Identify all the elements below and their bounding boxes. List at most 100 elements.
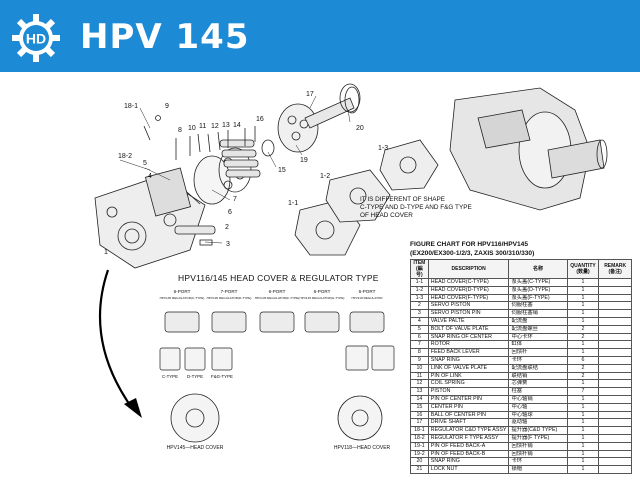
col-cn: 名称 [508, 259, 568, 279]
callout-6: 6 [228, 209, 232, 216]
cell-qty: 1 [566, 457, 600, 467]
cell-qty: 1 [566, 402, 600, 412]
cell-cn: 提升器(C&D TYPE) [508, 426, 568, 435]
cell-cn: 柱塞 [508, 387, 568, 396]
cell-item: 12 [410, 379, 429, 389]
cell-item: 7 [410, 340, 429, 350]
cell-desc: PISTON [427, 387, 510, 396]
callout-18-2: 18-2 [118, 153, 132, 160]
cell-remark [598, 293, 632, 303]
cell-desc: FEED BACK LEVER [427, 348, 510, 357]
col-description: DESCRIPTION [427, 259, 510, 279]
cell-qty: 2 [566, 363, 600, 373]
cell-cn: 提升器(F TYPE) [508, 433, 568, 443]
cell-cn: 中心卡环 [508, 332, 568, 342]
cover-type-c: C-TYPE [162, 374, 178, 379]
cell-item: 9 [410, 355, 429, 365]
cell-cn: 配流盘 [508, 316, 568, 326]
cell-desc: BALL OF CENTER PIN [427, 410, 510, 420]
cell-item: 17 [410, 418, 429, 428]
cell-remark [598, 316, 632, 326]
cell-cn: 卡环 [508, 457, 568, 467]
cell-qty: 1 [566, 418, 600, 428]
reg-port-4: 6-PORT [314, 289, 331, 294]
cell-remark [598, 394, 632, 404]
cell-qty: 1 [566, 285, 600, 295]
cell-cn: 泵头盖(D-TYPE) [508, 285, 568, 295]
cell-cn: 回馈杆销 [508, 449, 568, 459]
cell-item: 21 [410, 465, 429, 474]
cell-item: 19-1 [410, 441, 429, 451]
callout-15: 15 [278, 167, 286, 174]
cell-qty: 2 [566, 332, 600, 342]
cell-remark [598, 379, 632, 389]
svg-text:HD: HD [26, 31, 46, 47]
cell-desc: ROTOR [427, 340, 510, 350]
cell-remark [598, 278, 632, 287]
cell-desc: SNAP RING OF CENTER [427, 332, 510, 342]
cell-cn: 回馈杆销 [508, 441, 568, 451]
cell-desc: LOCK NUT [427, 465, 510, 474]
callout-10: 10 [188, 125, 196, 132]
cell-cn: 伺服柱塞销 [508, 309, 568, 318]
callout-11: 11 [199, 123, 206, 130]
cell-item: 18-2 [410, 433, 429, 443]
cell-remark [598, 332, 632, 342]
cell-item: 18-1 [410, 426, 429, 435]
cell-desc: HEAD COVER(F-TYPE) [427, 293, 510, 303]
header-bar: HD HPV 145 [0, 0, 640, 72]
callout-20: 20 [356, 125, 364, 132]
reg-port-1: 6-PORT [174, 289, 191, 294]
cell-item: 15 [410, 402, 429, 412]
parts-table: ITEM (編号) DESCRIPTION 名称 QUANTITY (数量) R… [410, 259, 632, 474]
cell-remark [598, 426, 632, 435]
cell-item: 14 [410, 394, 429, 404]
callout-2: 2 [225, 224, 229, 231]
cell-cn: 泵头盖(C-TYPE) [508, 278, 568, 287]
callout-7: 7 [233, 196, 237, 203]
cell-item: 16 [410, 410, 429, 420]
cell-cn: 联结销 [508, 371, 568, 381]
cell-qty: 1 [566, 433, 600, 443]
exploded-view-diagram: 18-1 9 8 10 11 12 13 14 16 17 20 18-2 5 … [94, 83, 608, 451]
callout-14: 14 [233, 122, 241, 129]
cell-item: 19-2 [410, 449, 429, 459]
callout-5: 5 [143, 160, 147, 167]
cell-qty: 1 [566, 394, 600, 404]
cell-qty: 7 [566, 387, 600, 396]
cell-desc: REGULATOR F TYPE ASSY [427, 433, 510, 443]
cell-cn: 驱动轴 [508, 418, 568, 428]
cell-desc: DRIVE SHAFT [427, 418, 510, 428]
cell-desc: SNAP RING [427, 355, 510, 365]
cell-desc: PIN OF FEED BACK-B [427, 449, 510, 459]
callout-9: 9 [165, 103, 169, 110]
callout-13: 13 [222, 122, 230, 129]
cell-qty: 2 [566, 371, 600, 381]
cell-cn: 芯弹簧 [508, 379, 568, 389]
cell-remark [598, 371, 632, 381]
cell-desc: CENTER PIN [427, 402, 510, 412]
cell-desc: PIN OF CENTER PIN [427, 394, 510, 404]
callout-1-1: 1-1 [288, 200, 298, 207]
cell-qty: 1 [566, 278, 600, 287]
callout-16: 16 [256, 116, 264, 123]
cell-qty: 1 [566, 309, 600, 318]
cell-item: 1-1 [410, 278, 429, 287]
cell-qty: 6 [566, 355, 600, 365]
cell-qty: 1 [566, 449, 600, 459]
cell-remark [598, 418, 632, 428]
cell-desc: SNAP RING [427, 457, 510, 467]
cell-desc: VALVE PALTE [427, 316, 510, 326]
cell-desc: SERVO PISTON [427, 301, 510, 311]
cell-cn: 泵头盖(F-TYPE) [508, 293, 568, 303]
cell-item: 3 [410, 309, 429, 318]
